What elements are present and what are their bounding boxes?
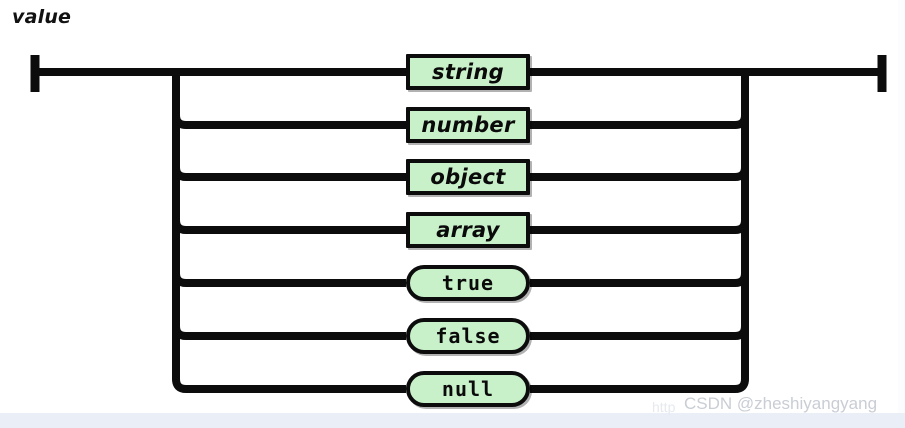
branch-line-4-left — [172, 272, 406, 287]
node-false-label: false — [435, 324, 501, 348]
node-null[interactable]: null — [406, 371, 530, 407]
right-trunk — [530, 72, 749, 393]
branch-line-1-left — [172, 114, 406, 129]
node-number-label: number — [421, 113, 515, 137]
page-bottom-strip — [0, 413, 905, 428]
railroad-track — [30, 55, 887, 393]
branch-line-2-right — [530, 166, 749, 181]
watermark-text: CSDN @zheshiyangyang — [684, 394, 878, 413]
left-trunk — [172, 72, 406, 393]
branch-line-4-right — [530, 272, 749, 287]
branch-line-3-left — [172, 219, 406, 234]
node-number[interactable]: number — [406, 107, 530, 143]
branch-line-5-left — [172, 325, 406, 340]
branch-line-1-right — [530, 114, 749, 129]
node-string[interactable]: string — [406, 54, 530, 90]
watermark-url: http — [652, 399, 676, 415]
node-false[interactable]: false — [406, 318, 530, 354]
node-object[interactable]: object — [406, 159, 530, 195]
node-string-label: string — [432, 60, 504, 84]
node-true[interactable]: true — [406, 265, 530, 301]
branch-line-3-right — [530, 219, 749, 234]
branch-line-2-left — [172, 166, 406, 181]
branch-line-5-right — [530, 325, 749, 340]
node-array-label: array — [436, 218, 500, 242]
node-array[interactable]: array — [406, 212, 530, 248]
page-title: value — [12, 6, 72, 28]
canvas-right-edge-strip — [898, 0, 905, 413]
node-true-label: true — [441, 271, 495, 295]
node-null-label: null — [441, 377, 495, 401]
node-object-label: object — [430, 165, 506, 189]
